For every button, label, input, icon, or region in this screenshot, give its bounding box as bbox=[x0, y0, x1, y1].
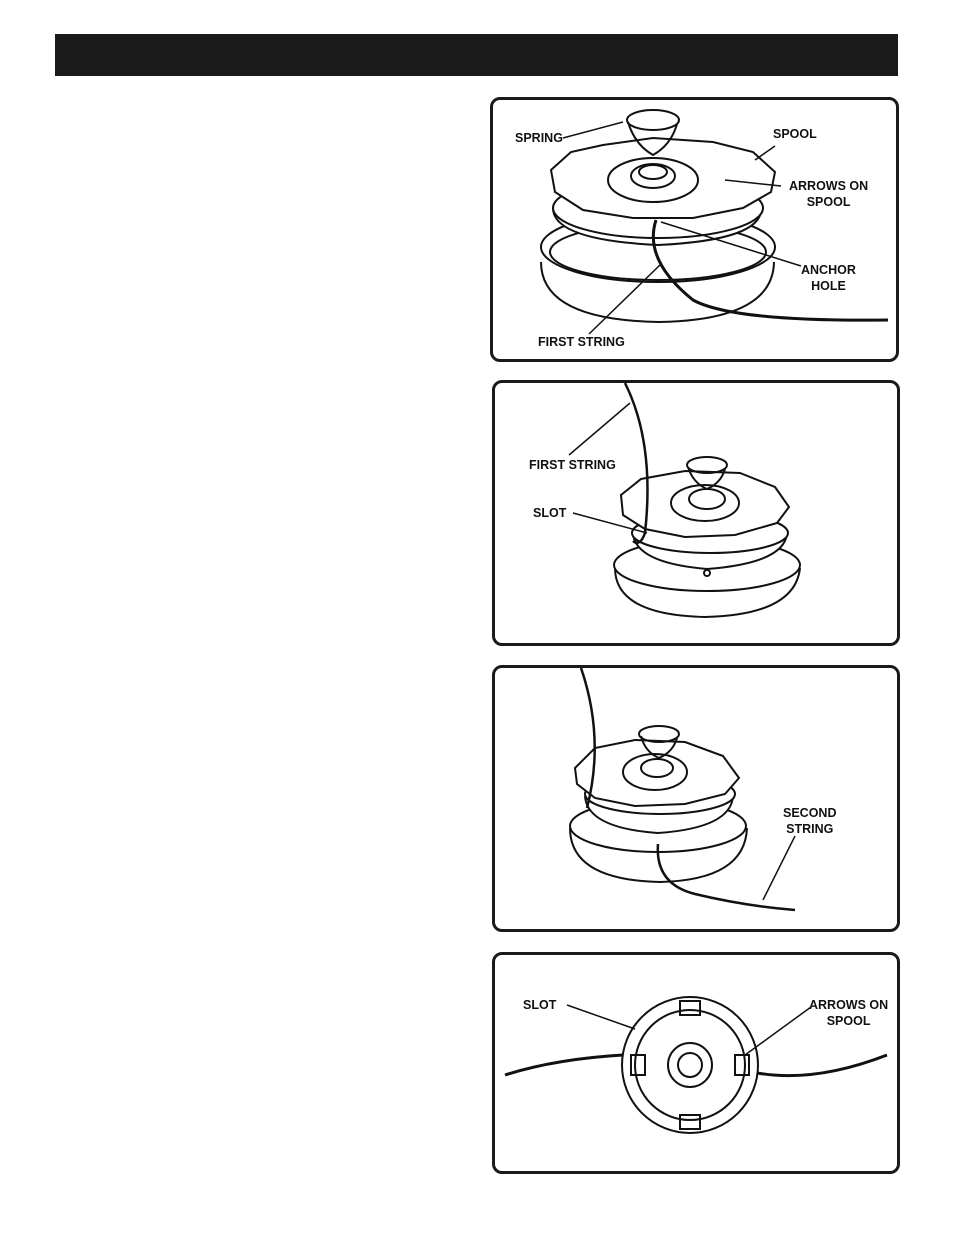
figure-spool-spring-first-string: SPRING SPOOL ARROWS ON SPOOL ANCHOR HOLE… bbox=[490, 97, 899, 362]
label-second-string: SECOND STRING bbox=[783, 806, 837, 836]
figure-spool-top-view: SLOT ARROWS ON SPOOL bbox=[492, 952, 900, 1174]
spool-illustration-3 bbox=[569, 668, 796, 912]
label-slot: SLOT bbox=[533, 506, 567, 520]
label-arrows-on-spool: ARROWS ON SPOOL bbox=[789, 179, 869, 209]
spool-illustration-4 bbox=[504, 996, 888, 1134]
label-arrows-on-spool: ARROWS ON SPOOL bbox=[809, 998, 889, 1028]
spool-illustration-2 bbox=[568, 383, 801, 619]
spool-illustration-1 bbox=[540, 109, 889, 335]
figure-first-string-slot: FIRST STRING SLOT bbox=[492, 380, 900, 646]
figure-second-string: SECOND STRING bbox=[492, 665, 900, 932]
label-first-string: FIRST STRING bbox=[538, 335, 625, 349]
label-first-string: FIRST STRING bbox=[529, 458, 616, 472]
label-spring: SPRING bbox=[515, 131, 563, 145]
label-anchor-hole: ANCHOR HOLE bbox=[801, 263, 856, 293]
label-slot: SLOT bbox=[523, 998, 557, 1012]
header-bar bbox=[55, 34, 898, 76]
label-spool: SPOOL bbox=[773, 127, 817, 141]
